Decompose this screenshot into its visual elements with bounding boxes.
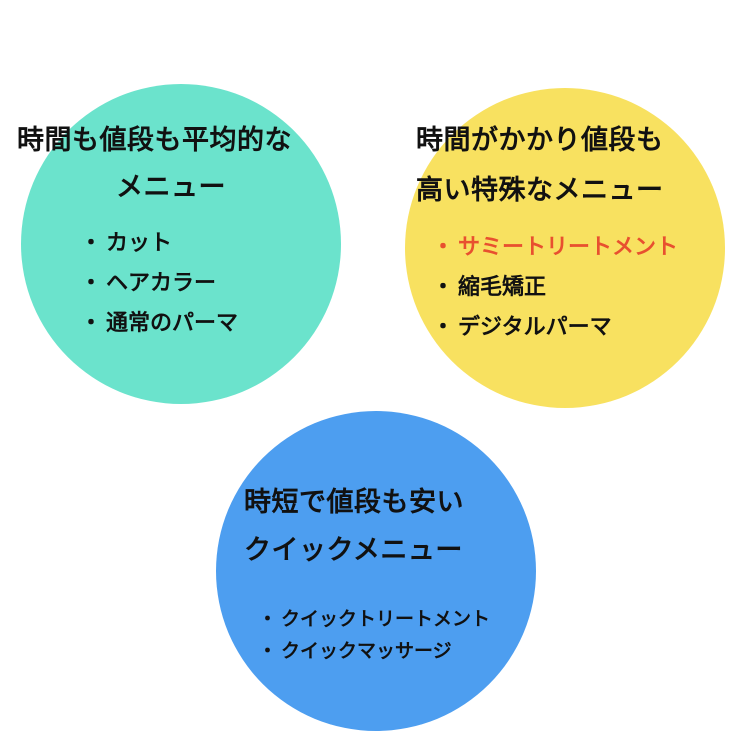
bullet-marker: ・ bbox=[258, 640, 278, 662]
list-item-label: クイックトリートメント bbox=[281, 608, 491, 630]
list-item-label: サミートリートメント bbox=[458, 235, 679, 260]
list-item-label: 通常のパーマ bbox=[106, 311, 239, 336]
quick-menu-list: ・クイックトリートメント ・クイックマッサージ bbox=[258, 603, 490, 667]
list-item: ・縮毛矯正 bbox=[432, 268, 678, 308]
bullet-marker: ・ bbox=[80, 311, 103, 336]
list-item: ・クイックトリートメント bbox=[258, 603, 490, 635]
list-item-highlighted: ・サミートリートメント bbox=[432, 228, 678, 268]
quick-menu-title-line2: クイックメニュー bbox=[244, 535, 463, 566]
list-item-label: カット bbox=[106, 231, 173, 256]
list-item: ・デジタルパーマ bbox=[432, 308, 678, 348]
quick-menu-circle bbox=[216, 411, 536, 731]
list-item-label: 縮毛矯正 bbox=[458, 275, 547, 300]
list-item-label: デジタルパーマ bbox=[458, 315, 612, 340]
standard-menu-title-line2: メニュー bbox=[116, 172, 226, 203]
standard-menu-list: ・カット ・ヘアカラー ・通常のパーマ bbox=[80, 224, 238, 344]
list-item-label: ヘアカラー bbox=[106, 271, 217, 296]
special-menu-title-line2: 高い特殊なメニュー bbox=[416, 175, 664, 206]
bullet-marker: ・ bbox=[258, 608, 278, 630]
list-item: ・カット bbox=[80, 224, 238, 264]
list-item: ・通常のパーマ bbox=[80, 304, 238, 344]
list-item: ・ヘアカラー bbox=[80, 264, 238, 304]
list-item: ・クイックマッサージ bbox=[258, 635, 490, 667]
list-item-label: クイックマッサージ bbox=[281, 640, 452, 662]
quick-menu-title-line1: 時短で値段も安い bbox=[244, 487, 464, 518]
bullet-marker: ・ bbox=[432, 275, 455, 300]
special-menu-title-line1: 時間がかかり値段も bbox=[416, 125, 664, 156]
bullet-marker: ・ bbox=[432, 315, 455, 340]
bullet-marker: ・ bbox=[432, 235, 455, 260]
standard-menu-circle bbox=[21, 84, 341, 404]
bullet-marker: ・ bbox=[80, 271, 103, 296]
bullet-marker: ・ bbox=[80, 231, 103, 256]
standard-menu-title-line1: 時間も値段も平均的な bbox=[17, 125, 292, 156]
special-menu-circle bbox=[405, 88, 725, 408]
special-menu-list: ・サミートリートメント ・縮毛矯正 ・デジタルパーマ bbox=[432, 228, 678, 348]
